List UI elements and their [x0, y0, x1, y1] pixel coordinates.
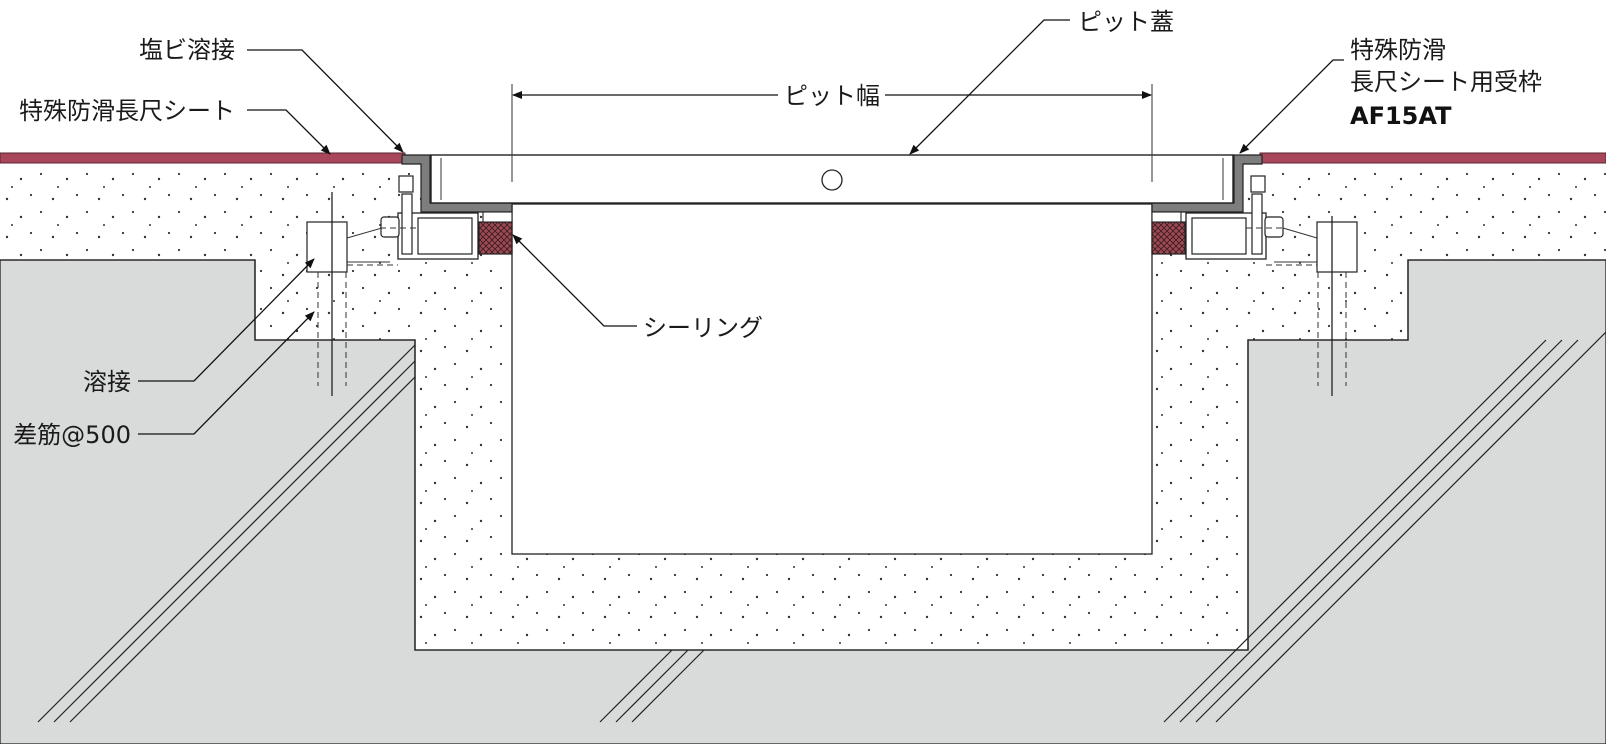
label-pvc-weld: 塩ビ溶接: [139, 36, 235, 64]
leader-pvc-weld: [247, 49, 404, 153]
label-frame-line2: 長尺シート用受枠: [1350, 68, 1542, 96]
frame-left-bracket: [398, 175, 414, 193]
label-sealing: シーリング: [643, 314, 763, 342]
frame-left-channel-inner: [417, 217, 473, 255]
label-frame-line1: 特殊防滑: [1350, 36, 1446, 64]
leader-frame: [1239, 59, 1344, 154]
frame-right-plate: [1251, 193, 1263, 255]
frame-right-bolt: [1264, 216, 1284, 238]
frame-left: [306, 154, 513, 396]
leader-sheet: [247, 109, 331, 155]
leader-rebar: [138, 311, 315, 435]
pit-cavity: [511, 203, 1153, 555]
sealant-right: [1151, 221, 1186, 255]
frame-right-bracket: [1250, 175, 1266, 193]
frame-left-bolt: [380, 216, 400, 238]
topping-outline: [0, 259, 1606, 651]
label-pit-cover: ピット蓋: [1078, 8, 1174, 36]
sealant-left: [478, 221, 513, 255]
slab-hatch: [37, 331, 1606, 723]
frame-left-plate: [401, 193, 413, 255]
frame-right-lip: [1151, 211, 1182, 223]
floor-sheet-left: [0, 152, 406, 164]
pit-width-label: ピット幅: [784, 82, 880, 110]
anchor-right: [1316, 221, 1358, 273]
label-weld: 溶接: [83, 368, 131, 396]
leader-weld: [138, 258, 315, 382]
frame-right-channel-inner: [1191, 217, 1247, 255]
label-frame-model: AF15AT: [1350, 102, 1452, 130]
floor-sheet-right: [1259, 152, 1606, 164]
label-rebar: 差筋@500: [13, 421, 131, 449]
anchor-left: [306, 221, 348, 273]
label-sheet: 特殊防滑長尺シート: [19, 97, 235, 125]
leader-pit-cover: [909, 19, 1070, 155]
leader-sealing: [512, 234, 637, 327]
frame-left-lip: [482, 211, 513, 223]
lift-hole: [821, 169, 843, 191]
frame-right: [1151, 154, 1358, 396]
